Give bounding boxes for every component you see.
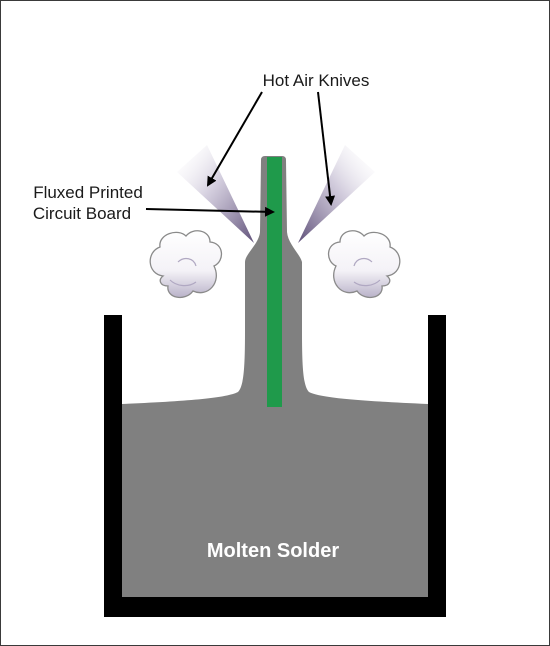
tank-right-wall: [428, 315, 446, 617]
label-board-line2: Circuit Board: [33, 204, 131, 223]
arrow-to-right-jet: [317, 91, 336, 206]
solder-tank: [104, 315, 446, 617]
hot-air-jet-right-icon: [298, 145, 375, 243]
hot-air-jet-left-icon: [177, 145, 254, 243]
steam-cloud-right-icon: [327, 230, 401, 299]
circuit-board: [267, 157, 282, 407]
steam-cloud-left-icon: [149, 230, 223, 299]
label-hot-air-knives: Hot Air Knives: [263, 71, 370, 90]
arrow-to-circuit-board: [145, 206, 275, 217]
arrow-to-left-jet: [206, 91, 263, 187]
tank-left-wall: [104, 315, 122, 617]
tank-bottom: [104, 597, 446, 617]
label-molten-solder: Molten Solder: [207, 540, 339, 562]
label-board-line1: Fluxed Printed: [33, 183, 143, 202]
